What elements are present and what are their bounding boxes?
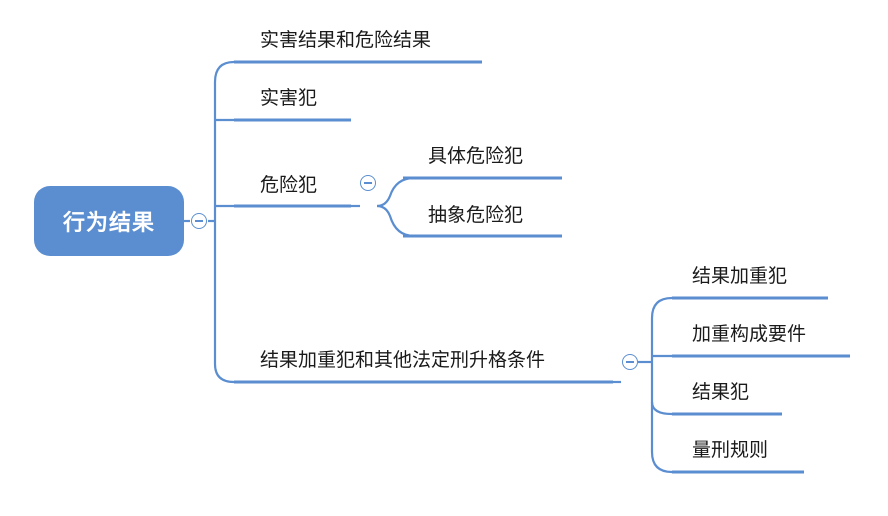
child-4-1-label[interactable]: 结果加重犯 bbox=[692, 265, 788, 287]
connector-child-4-3 bbox=[650, 401, 673, 416]
connector-child-3-2 bbox=[376, 204, 415, 238]
root-collapse-icon[interactable] bbox=[191, 213, 207, 229]
branch-3-collapse-icon[interactable] bbox=[360, 175, 376, 191]
branch-4-collapse-icon[interactable] bbox=[622, 354, 638, 370]
root-topic-label: 行为结果 bbox=[62, 211, 155, 236]
child-3-2-label[interactable]: 抽象危险犯 bbox=[428, 204, 524, 226]
child-4-2-label[interactable]: 加重构成要件 bbox=[692, 323, 807, 345]
child-4-4-label[interactable]: 量刑规则 bbox=[692, 439, 769, 461]
branch-3-label[interactable]: 危险犯 bbox=[260, 174, 318, 196]
child-3-1-label[interactable]: 具体危险犯 bbox=[428, 145, 524, 167]
branch-4-label[interactable]: 结果加重犯和其他法定刑升格条件 bbox=[260, 349, 546, 371]
child-4-3-label[interactable]: 结果犯 bbox=[692, 381, 750, 403]
root-topic[interactable]: 行为结果 bbox=[34, 186, 184, 256]
connector-child-3-1 bbox=[376, 176, 415, 208]
branch-1-label[interactable]: 实害结果和危险结果 bbox=[260, 29, 432, 51]
branch-2-label[interactable]: 实害犯 bbox=[260, 87, 318, 109]
trunk-line bbox=[213, 60, 235, 384]
connector-group-4 bbox=[650, 296, 673, 474]
